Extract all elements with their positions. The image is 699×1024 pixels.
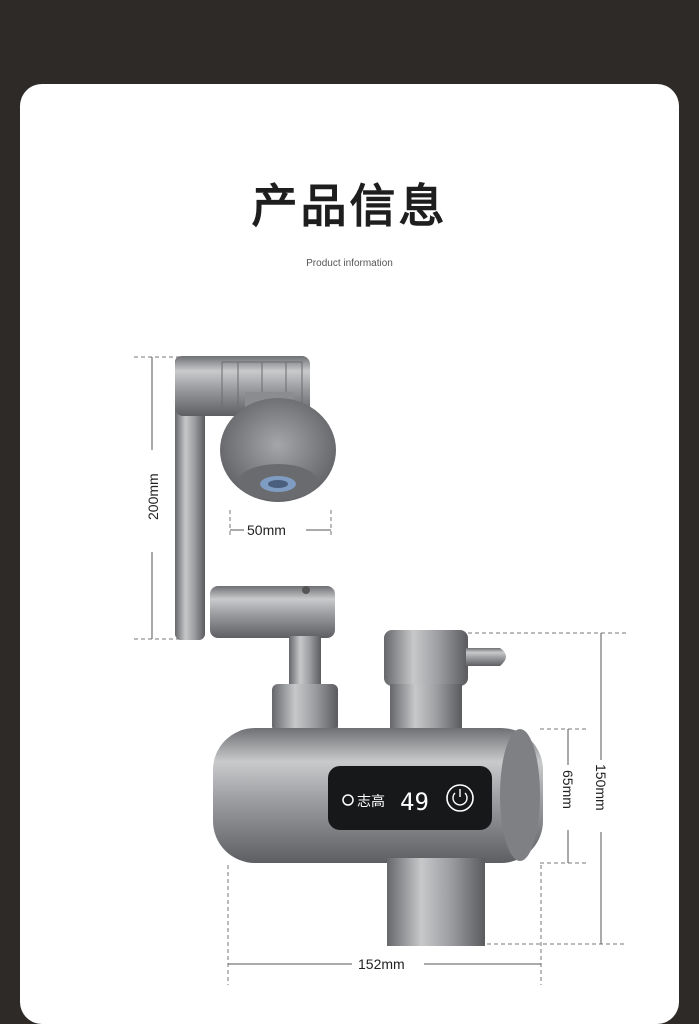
dimension-arm-height: 200mm bbox=[134, 356, 182, 640]
content-card bbox=[20, 84, 679, 1024]
connector-nut bbox=[272, 684, 338, 732]
dimension-label: 150mm bbox=[593, 764, 609, 811]
display-panel bbox=[328, 766, 492, 830]
bottom-outlet bbox=[387, 858, 485, 946]
page-subtitle: Product information bbox=[306, 258, 393, 269]
dimension-body-width: 152mm bbox=[227, 865, 542, 985]
dimension-label: 152mm bbox=[358, 956, 405, 972]
dimension-aerator-width: 50mm bbox=[229, 510, 332, 538]
dimension-label: 200mm bbox=[145, 473, 161, 520]
aerator-head bbox=[220, 392, 336, 502]
page-title: 产品信息 bbox=[251, 179, 448, 233]
dimension-total-height: 150mm bbox=[468, 632, 626, 945]
connector-pipe bbox=[289, 636, 321, 686]
dimension-label: 50mm bbox=[247, 522, 286, 538]
power-button-icon[interactable] bbox=[446, 784, 474, 812]
brand-name: 志高 bbox=[357, 793, 385, 810]
temperature-readout: 49 bbox=[400, 788, 429, 816]
heater-body bbox=[213, 728, 543, 863]
dimension-label: 65mm bbox=[560, 770, 576, 809]
brand-logo-icon bbox=[342, 794, 354, 806]
dimension-body-height: 65mm bbox=[540, 728, 586, 864]
valve-handle bbox=[384, 630, 506, 732]
faucet-product-image: 志高 49 200mm 50mm 65mm 150mm bbox=[134, 356, 626, 985]
